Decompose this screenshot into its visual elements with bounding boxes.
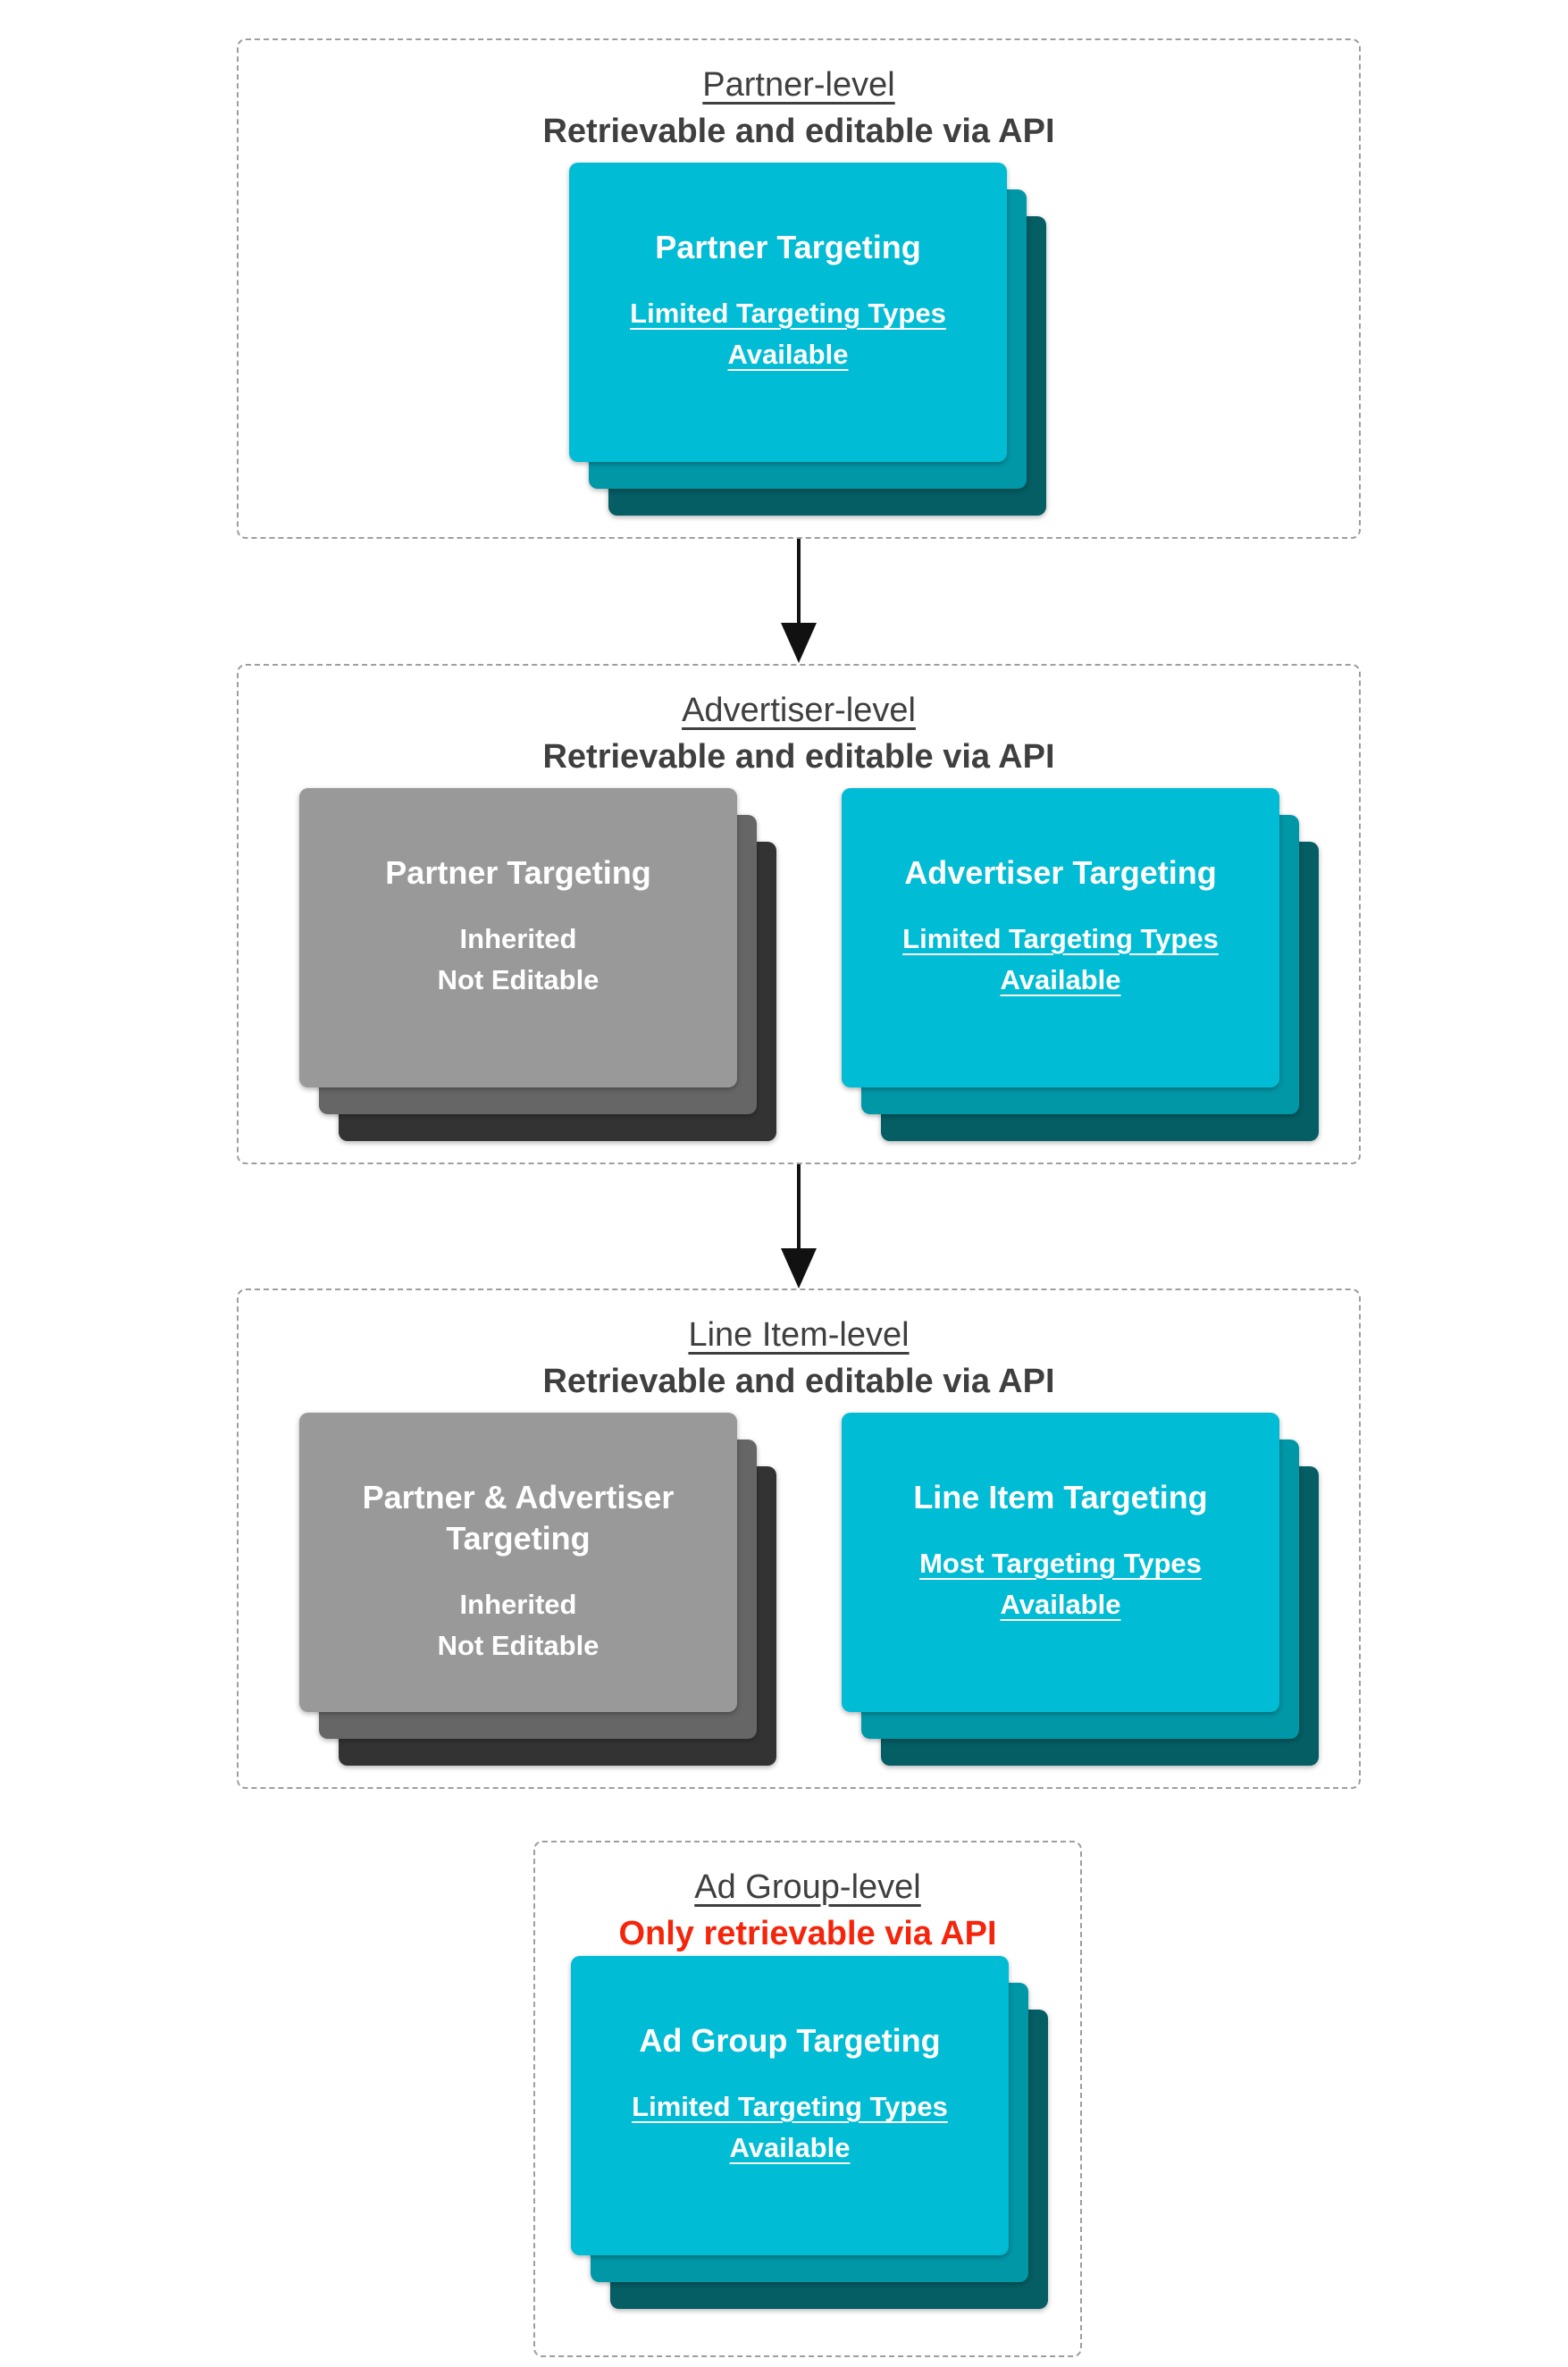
card-ad-group-targeting: Ad Group Targeting Limited Targeting Typ… — [571, 1956, 1048, 2309]
card-note-line: Limited Targeting Types — [630, 298, 946, 329]
card-note-line: Available — [1000, 1589, 1121, 1620]
arrow-head — [781, 1248, 817, 1288]
card-title: Partner Targeting — [655, 229, 921, 265]
card-front-layer: Partner & Advertiser Targeting Inherited… — [299, 1413, 737, 1712]
card-front-layer: Advertiser Targeting Limited Targeting T… — [842, 788, 1279, 1087]
arrow-shaft — [797, 1164, 801, 1248]
section-title: Line Item-level — [688, 1316, 910, 1354]
arrow-down-icon — [781, 1164, 817, 1288]
section-title: Partner-level — [702, 66, 895, 104]
card-front-layer: Partner Targeting Inherited Not Editable — [299, 788, 737, 1087]
card-advertiser-targeting: Advertiser Targeting Limited Targeting T… — [842, 788, 1319, 1141]
section-subtitle: Retrievable and editable via API — [542, 738, 1055, 776]
card-title: Line Item Targeting — [913, 1479, 1208, 1515]
arrow-down-icon — [781, 539, 817, 663]
section-subtitle: Retrievable and editable via API — [542, 113, 1055, 150]
section-title: Ad Group-level — [694, 1868, 921, 1906]
card-front-layer: Ad Group Targeting Limited Targeting Typ… — [571, 1956, 1009, 2255]
card-title: Ad Group Targeting — [639, 2022, 941, 2059]
card-title: Advertiser Targeting — [904, 854, 1217, 891]
section-subtitle: Retrievable and editable via API — [542, 1363, 1055, 1400]
card-line-item-targeting: Line Item Targeting Most Targeting Types… — [842, 1413, 1319, 1766]
card-note-line: Inherited — [459, 923, 577, 954]
card-partner-targeting: Partner Targeting Limited Targeting Type… — [569, 163, 1046, 516]
card-note-line: Available — [729, 2132, 851, 2163]
card-note-line: Most Targeting Types — [919, 1548, 1202, 1579]
card-note-line: Inherited — [459, 1589, 577, 1620]
card-note-line: Limited Targeting Types — [902, 923, 1219, 954]
section-line-item-level: Line Item-level Retrievable and editable… — [237, 1288, 1361, 1789]
card-note-line: Available — [727, 339, 849, 370]
card-title: Partner & Advertiser Targeting — [362, 1479, 675, 1557]
section-advertiser-level: Advertiser-level Retrievable and editabl… — [237, 664, 1361, 1164]
card-note: Most Targeting Types Available — [919, 1543, 1202, 1625]
section-title: Advertiser-level — [682, 692, 916, 729]
card-note: Limited Targeting Types Available — [632, 2086, 948, 2169]
card-note-line: Limited Targeting Types — [632, 2091, 948, 2122]
section-partner-level: Partner-level Retrievable and editable v… — [237, 38, 1361, 539]
card-note: Limited Targeting Types Available — [630, 293, 946, 375]
card-note-line: Available — [1000, 964, 1121, 995]
card-note-line: Not Editable — [437, 964, 600, 995]
card-note-line: Not Editable — [437, 1630, 600, 1661]
card-partner-advertiser-targeting-inherited: Partner & Advertiser Targeting Inherited… — [299, 1413, 776, 1766]
card-note: Inherited Not Editable — [438, 1584, 600, 1666]
arrow-shaft — [797, 539, 801, 623]
card-front-layer: Partner Targeting Limited Targeting Type… — [569, 163, 1007, 462]
card-note: Inherited Not Editable — [438, 919, 600, 1001]
section-ad-group-level: Ad Group-level Only retrievable via API … — [533, 1841, 1082, 2357]
card-front-layer: Line Item Targeting Most Targeting Types… — [842, 1413, 1279, 1712]
card-partner-targeting-inherited: Partner Targeting Inherited Not Editable — [299, 788, 776, 1141]
card-note: Limited Targeting Types Available — [902, 919, 1219, 1001]
section-subtitle-red: Only retrievable via API — [618, 1915, 997, 1952]
card-title: Partner Targeting — [385, 854, 651, 891]
arrow-head — [781, 623, 817, 663]
